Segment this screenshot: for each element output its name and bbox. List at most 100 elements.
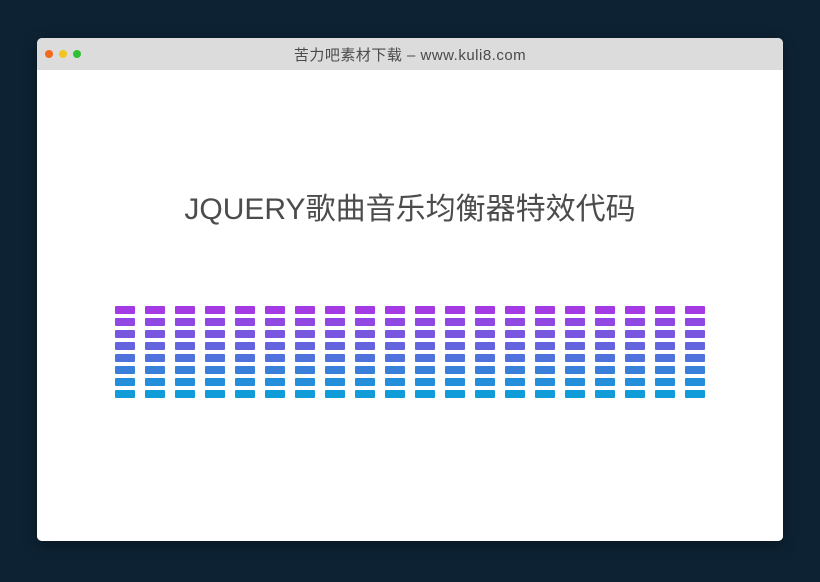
- close-window-icon[interactable]: [45, 50, 53, 58]
- equalizer-column: [565, 306, 585, 398]
- equalizer-cell: [145, 318, 165, 326]
- equalizer-cell: [235, 306, 255, 314]
- equalizer-cell: [295, 354, 315, 362]
- equalizer-column: [175, 306, 195, 398]
- equalizer-cell: [175, 378, 195, 386]
- equalizer-cell: [295, 342, 315, 350]
- equalizer-column: [385, 306, 405, 398]
- equalizer-cell: [415, 378, 435, 386]
- equalizer-cell: [505, 390, 525, 398]
- equalizer-cell: [205, 378, 225, 386]
- equalizer-cell: [685, 390, 705, 398]
- equalizer-cell: [445, 342, 465, 350]
- equalizer-cell: [625, 366, 645, 374]
- equalizer-cell: [205, 390, 225, 398]
- equalizer-cell: [235, 330, 255, 338]
- equalizer-cell: [325, 390, 345, 398]
- equalizer-cell: [115, 366, 135, 374]
- equalizer-column: [235, 306, 255, 398]
- equalizer-cell: [175, 342, 195, 350]
- equalizer-cell: [115, 330, 135, 338]
- equalizer-cell: [325, 378, 345, 386]
- equalizer-cell: [535, 390, 555, 398]
- equalizer-cell: [295, 306, 315, 314]
- equalizer-cell: [565, 342, 585, 350]
- equalizer-cell: [385, 354, 405, 362]
- equalizer-cell: [445, 354, 465, 362]
- equalizer-cell: [535, 354, 555, 362]
- equalizer-cell: [205, 366, 225, 374]
- equalizer-cell: [445, 318, 465, 326]
- equalizer-cell: [505, 318, 525, 326]
- equalizer-cell: [535, 318, 555, 326]
- equalizer-cell: [505, 342, 525, 350]
- equalizer-cell: [295, 378, 315, 386]
- equalizer-cell: [685, 366, 705, 374]
- equalizer-cell: [595, 342, 615, 350]
- equalizer-column: [115, 306, 135, 398]
- equalizer-cell: [385, 318, 405, 326]
- equalizer-cell: [655, 390, 675, 398]
- equalizer-cell: [685, 378, 705, 386]
- equalizer-column: [685, 306, 705, 398]
- equalizer-cell: [625, 306, 645, 314]
- equalizer-cell: [625, 390, 645, 398]
- window-content: JQUERY歌曲音乐均衡器特效代码: [37, 195, 783, 541]
- equalizer-cell: [175, 318, 195, 326]
- equalizer-cell: [355, 330, 375, 338]
- equalizer-cell: [535, 306, 555, 314]
- equalizer-cell: [325, 342, 345, 350]
- equalizer-cell: [205, 306, 225, 314]
- equalizer-cell: [565, 366, 585, 374]
- equalizer-cell: [385, 306, 405, 314]
- equalizer-cell: [655, 354, 675, 362]
- equalizer-cell: [145, 306, 165, 314]
- traffic-lights: [45, 38, 81, 70]
- equalizer-cell: [655, 378, 675, 386]
- equalizer-cell: [415, 306, 435, 314]
- equalizer-cell: [265, 354, 285, 362]
- equalizer-cell: [145, 378, 165, 386]
- equalizer-cell: [355, 378, 375, 386]
- equalizer-cell: [445, 306, 465, 314]
- equalizer-cell: [355, 354, 375, 362]
- equalizer-cell: [625, 354, 645, 362]
- equalizer-cell: [445, 330, 465, 338]
- equalizer-cell: [595, 318, 615, 326]
- equalizer-cell: [535, 330, 555, 338]
- equalizer-cell: [505, 366, 525, 374]
- equalizer-cell: [625, 318, 645, 326]
- equalizer-cell: [685, 342, 705, 350]
- page-title: JQUERY歌曲音乐均衡器特效代码: [184, 193, 636, 226]
- equalizer-cell: [265, 330, 285, 338]
- maximize-window-icon[interactable]: [73, 50, 81, 58]
- equalizer-cell: [325, 330, 345, 338]
- equalizer-cell: [655, 366, 675, 374]
- equalizer-cell: [475, 390, 495, 398]
- equalizer-cell: [475, 330, 495, 338]
- equalizer-cell: [535, 342, 555, 350]
- equalizer-cell: [505, 330, 525, 338]
- equalizer-cell: [475, 366, 495, 374]
- equalizer-cell: [385, 390, 405, 398]
- equalizer-column: [295, 306, 315, 398]
- equalizer-cell: [145, 366, 165, 374]
- equalizer-cell: [535, 378, 555, 386]
- equalizer-cell: [385, 378, 405, 386]
- equalizer-column: [355, 306, 375, 398]
- minimize-window-icon[interactable]: [59, 50, 67, 58]
- equalizer-cell: [325, 318, 345, 326]
- window-titlebar[interactable]: 苦力吧素材下载 – www.kuli8.com: [37, 38, 783, 70]
- equalizer-cell: [415, 342, 435, 350]
- equalizer-cell: [595, 330, 615, 338]
- equalizer-cell: [115, 306, 135, 314]
- equalizer-column: [205, 306, 225, 398]
- equalizer-cell: [655, 342, 675, 350]
- equalizer-cell: [415, 354, 435, 362]
- equalizer-cell: [475, 354, 495, 362]
- equalizer-cell: [655, 330, 675, 338]
- equalizer-cell: [595, 366, 615, 374]
- equalizer-cell: [235, 390, 255, 398]
- equalizer-cell: [655, 306, 675, 314]
- equalizer-cell: [175, 354, 195, 362]
